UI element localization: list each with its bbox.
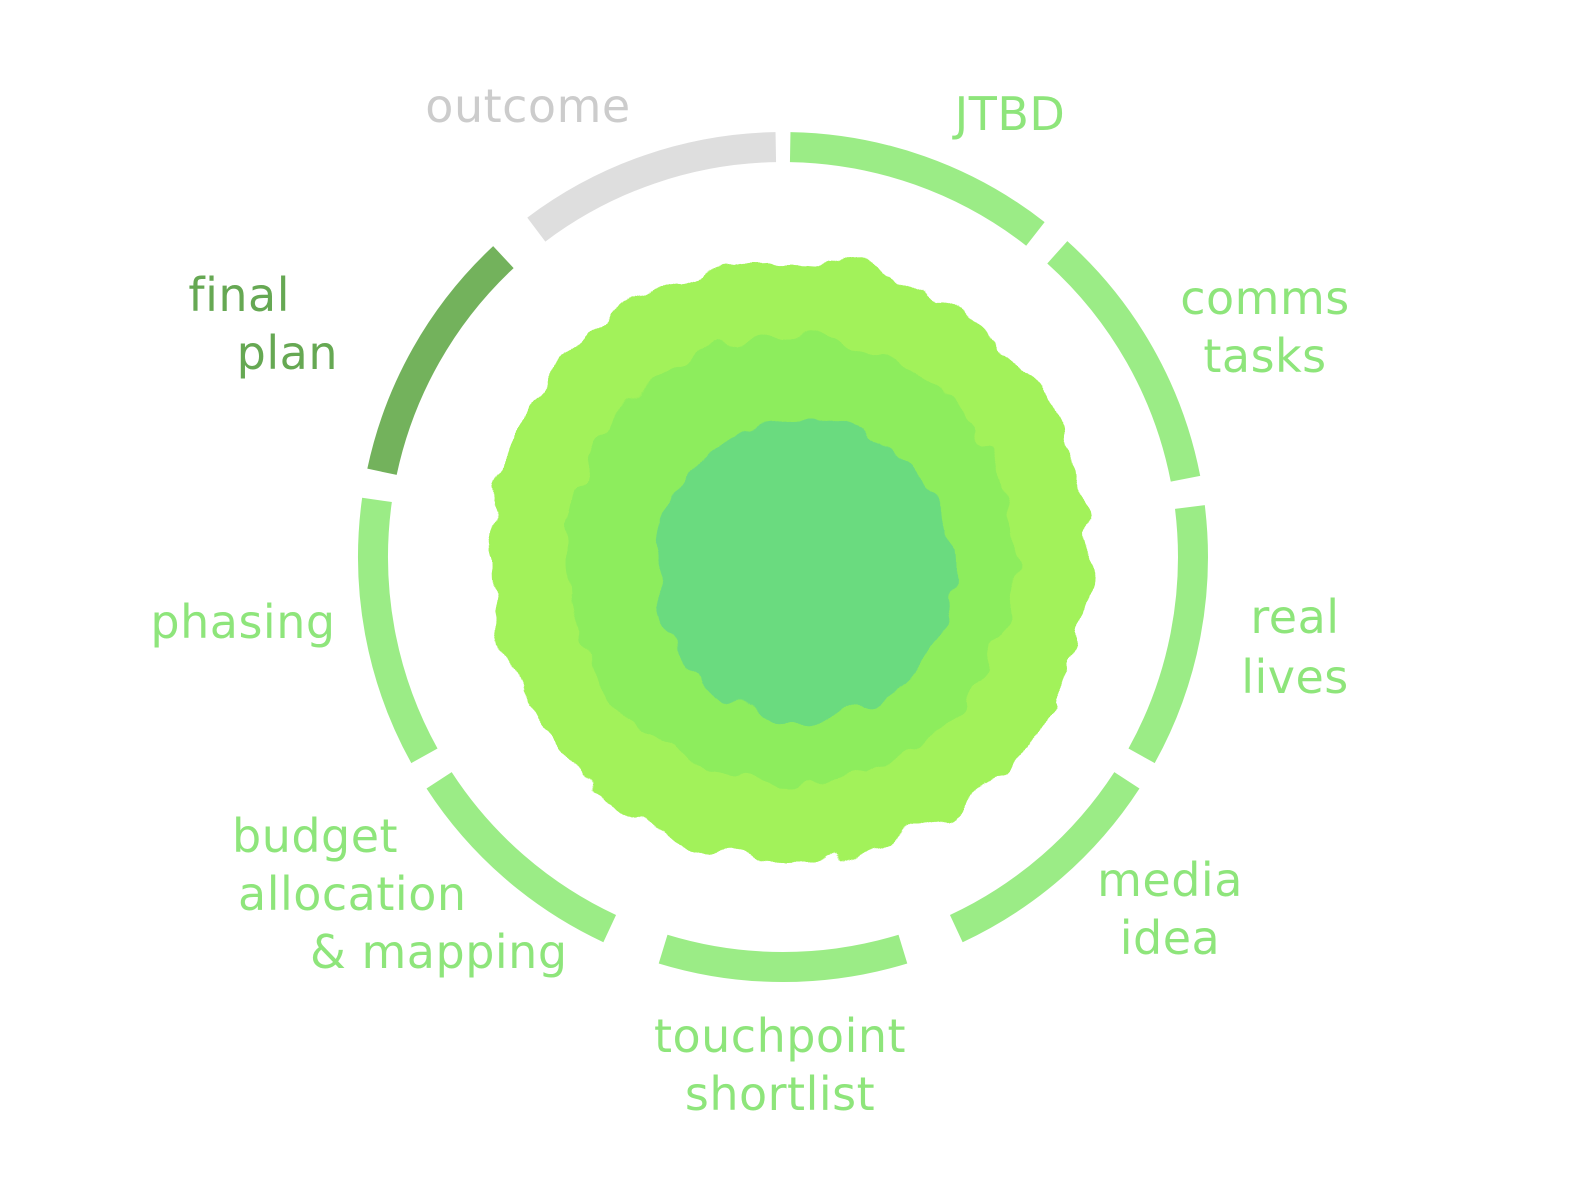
ring-segment-budget-allocation-mapping <box>426 772 617 943</box>
stage-label-phasing: phasing <box>150 595 335 649</box>
stage-label-line: lives <box>1241 650 1349 704</box>
ring-segment-comms-tasks <box>1047 241 1201 482</box>
ring-segment-outcome <box>527 132 777 242</box>
stage-label-outcome: outcome <box>425 79 630 133</box>
stage-label-line: tasks <box>1203 329 1326 383</box>
stage-label-line: media <box>1097 853 1243 907</box>
stage-label-line: comms <box>1180 271 1350 325</box>
ring-segment-phasing <box>358 497 438 764</box>
stage-label-real-lives: real lives <box>1241 590 1349 704</box>
stage-label-line: shortlist <box>685 1067 875 1121</box>
stage-label-line: phasing <box>150 595 335 649</box>
stage-label-line: final <box>188 268 290 322</box>
stage-label-line: idea <box>1120 911 1220 965</box>
stage-label-line: real <box>1250 590 1339 644</box>
ring-segment-touchpoint-shortlist <box>658 934 908 982</box>
stage-label-line: JTBD <box>952 87 1066 141</box>
stage-label-line: plan <box>237 326 338 380</box>
stage-label-line: budget <box>232 809 398 863</box>
stage-label-line: outcome <box>425 79 630 133</box>
ring-segment-media-idea <box>949 772 1140 943</box>
watercolor-blob <box>490 260 1090 860</box>
stage-ring <box>358 132 1208 982</box>
ring-segment-final-plan <box>367 246 514 475</box>
stage-label-line: allocation <box>238 867 467 921</box>
stage-label-line: touchpoint <box>654 1009 906 1063</box>
ring-segment-real-lives <box>1128 505 1208 764</box>
stage-label-line: & mapping <box>310 925 568 979</box>
ring-segment-jtbd <box>789 132 1045 246</box>
stage-label-jtbd: JTBD <box>952 87 1066 141</box>
